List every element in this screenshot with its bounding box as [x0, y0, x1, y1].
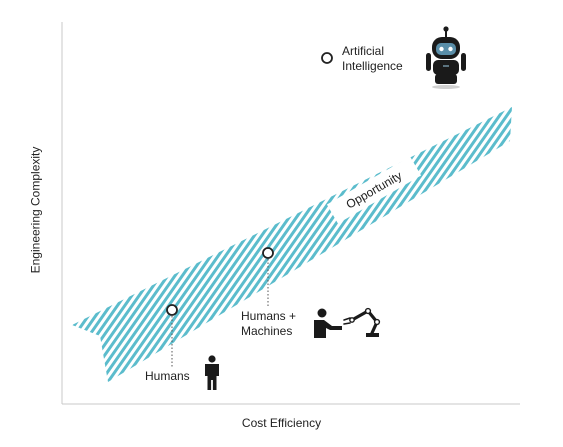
humans-label-line-1: Humans	[145, 369, 190, 383]
humans-marker	[166, 304, 178, 316]
ai-label-line-1: Artificial	[342, 44, 385, 58]
y-axis-label: Engineering Complexity	[28, 146, 43, 274]
humans-label: Humans	[145, 369, 190, 384]
humans-machines-label: Humans + Machines	[241, 309, 296, 339]
robot-icon	[426, 26, 466, 89]
ai-label: Artificial Intelligence	[342, 44, 403, 74]
humans-machines-label-line-2: Machines	[241, 324, 293, 338]
robot-arm-icon	[314, 307, 381, 338]
ai-marker	[321, 52, 333, 64]
humans-machines-label-line-1: Humans +	[241, 309, 297, 323]
humans-machines-marker	[262, 247, 274, 259]
ai-label-line-2: Intelligence	[342, 59, 403, 73]
person-icon	[204, 355, 219, 390]
opportunity-band	[72, 107, 512, 382]
x-axis-label: Cost Efficiency	[241, 416, 322, 430]
